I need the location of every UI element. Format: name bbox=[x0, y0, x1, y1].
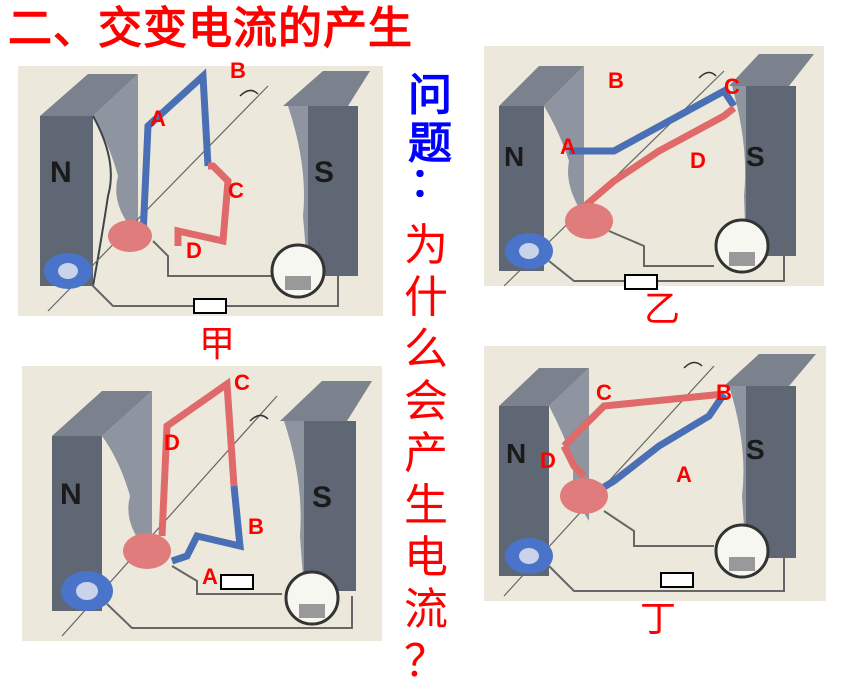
label-a: A bbox=[202, 564, 218, 589]
generator-illustration bbox=[499, 354, 816, 597]
vertical-char: 么 bbox=[404, 324, 448, 375]
vertical-char: 生 bbox=[404, 480, 448, 531]
label-d: D bbox=[186, 238, 202, 263]
label-a: A bbox=[150, 106, 166, 131]
question-text: 为什么会产生电流？ bbox=[404, 220, 448, 688]
generator-illustration bbox=[499, 54, 814, 286]
label-c: C bbox=[234, 370, 250, 395]
vertical-char: 问 bbox=[408, 70, 452, 121]
vertical-char: 产 bbox=[404, 428, 448, 479]
label-d: D bbox=[690, 148, 706, 173]
generator-illustration bbox=[52, 377, 372, 637]
south-pole-label: S bbox=[314, 156, 335, 189]
vertical-char: 电 bbox=[404, 532, 448, 583]
south-pole-label: S bbox=[746, 141, 765, 172]
resistor bbox=[624, 274, 658, 290]
north-pole-label: N bbox=[50, 156, 72, 189]
north-pole-label: N bbox=[506, 438, 527, 469]
vertical-char: 为 bbox=[404, 220, 448, 271]
question-label: 问题： bbox=[408, 70, 452, 206]
label-b: B bbox=[230, 58, 246, 83]
south-pole-label: S bbox=[312, 481, 333, 514]
resistor bbox=[660, 572, 694, 588]
generator-diagram-bing: N S A B C D bbox=[22, 366, 382, 641]
caption-jia: 甲 bbox=[199, 324, 236, 365]
label-b: B bbox=[248, 514, 264, 539]
generator-diagram-ding: N S A B C D bbox=[484, 346, 826, 601]
caption-yi: 乙 bbox=[644, 289, 681, 330]
page-title: 二、交变电流的产生 bbox=[8, 3, 413, 54]
vertical-char: 会 bbox=[404, 376, 448, 427]
generator-illustration bbox=[40, 68, 370, 312]
label-c: C bbox=[724, 74, 740, 99]
resistor bbox=[193, 298, 227, 314]
generator-diagram-yi: N S A B C D bbox=[484, 46, 824, 290]
vertical-char: 流 bbox=[404, 584, 448, 635]
label-d: D bbox=[540, 448, 556, 473]
label-b: B bbox=[716, 380, 732, 405]
generator-diagram-jia: N S A B C D bbox=[18, 58, 383, 316]
vertical-char: 什 bbox=[404, 272, 448, 323]
north-pole-label: N bbox=[60, 478, 82, 511]
label-a: A bbox=[560, 134, 576, 159]
north-pole-label: N bbox=[504, 141, 525, 172]
label-c: C bbox=[228, 178, 244, 203]
caption-ding: 丁 bbox=[640, 599, 677, 640]
vertical-char: ： bbox=[410, 160, 450, 206]
label-c: C bbox=[596, 380, 612, 405]
label-b: B bbox=[608, 68, 624, 93]
label-a: A bbox=[676, 462, 692, 487]
vertical-char: ？ bbox=[404, 636, 448, 687]
vertical-char: 题 bbox=[408, 118, 452, 169]
south-pole-label: S bbox=[746, 434, 765, 465]
label-d: D bbox=[164, 430, 180, 455]
resistor bbox=[220, 574, 254, 590]
